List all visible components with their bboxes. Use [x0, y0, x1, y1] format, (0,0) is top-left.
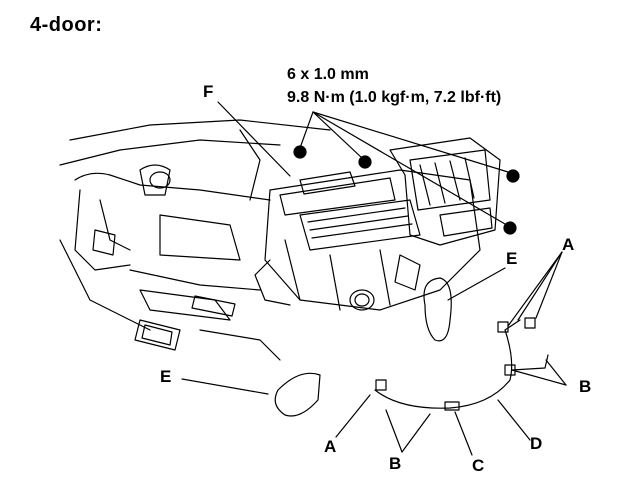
callout-a-top: A — [562, 235, 575, 254]
nut-icon — [506, 169, 520, 183]
nut-icon — [293, 145, 307, 159]
nut-icon — [503, 221, 517, 235]
torque-spec: 9.8 N·m (1.0 kgf·m, 7.2 lbf·ft) — [287, 89, 502, 106]
callout-c: C — [472, 456, 485, 475]
mounting-nut-group — [293, 145, 520, 235]
duct-e-left-drawing — [274, 372, 321, 417]
callout-e-right: E — [506, 249, 518, 268]
wire-harness-drawing — [374, 317, 549, 411]
callout-a-bottom: A — [324, 437, 337, 456]
callout-d: D — [530, 434, 543, 453]
nut-icon — [358, 155, 372, 169]
callout-e-left: E — [160, 367, 172, 386]
dashboard-frame-drawing — [59, 119, 331, 361]
callout-b-bottom: B — [389, 454, 402, 473]
bolt-size-spec: 6 x 1.0 mm — [287, 66, 369, 83]
leader-lines — [181, 101, 567, 456]
callout-b-right: B — [579, 377, 592, 396]
duct-e-right-drawing — [423, 277, 452, 342]
page-title: 4-door: — [30, 14, 103, 36]
heater-unit-drawing — [254, 137, 501, 311]
callout-f: F — [203, 82, 214, 101]
